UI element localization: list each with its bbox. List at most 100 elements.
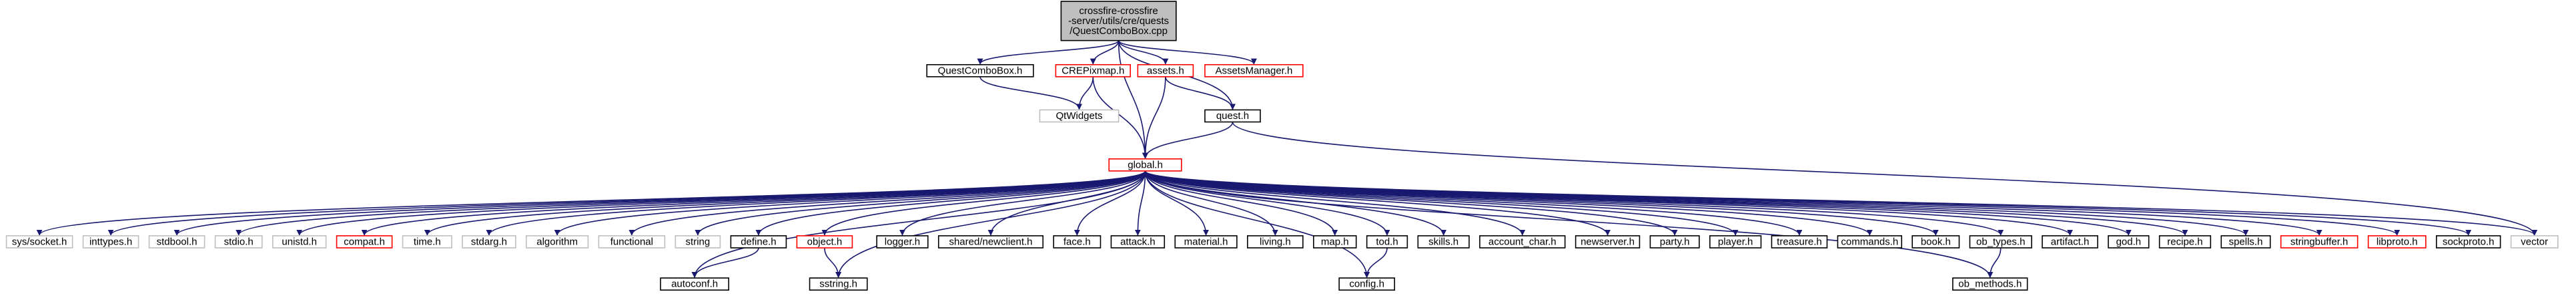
node-skills-h[interactable]: skills.h [1417, 235, 1470, 249]
node-crepixmap-h[interactable]: CREPixmap.h [1055, 63, 1131, 78]
node-box [82, 235, 139, 249]
edge-global_h-to-sstring_h [835, 170, 1146, 278]
node-recipe-h[interactable]: recipe.h [2158, 235, 2212, 249]
node-ob-methods-h[interactable]: ob_methods.h [1952, 277, 2028, 291]
node-functional[interactable]: functional [598, 235, 666, 249]
node-questcombobox-h[interactable]: QuestComboBox.h [926, 63, 1034, 78]
node-commands-h[interactable]: commands.h [1837, 235, 1903, 249]
edge-global_h-to-autoconf_h [691, 170, 1146, 278]
node-shared-newclient-h[interactable]: shared/newclient.h [937, 235, 1044, 249]
node-sockproto-h[interactable]: sockproto.h [2436, 235, 2501, 249]
node-box [1055, 63, 1131, 78]
node-assetsmanager-h[interactable]: AssetsManager.h [1204, 63, 1304, 78]
node-label: face.h [1063, 236, 1091, 247]
node-string[interactable]: string [675, 235, 721, 249]
node-box [2158, 235, 2212, 249]
node-label: stringbuffer.h [2290, 236, 2348, 247]
node-box [1952, 277, 2028, 291]
node-box [660, 277, 729, 291]
node-label: functional [610, 236, 653, 247]
node-box [1911, 235, 1960, 249]
node-label: book.h [1921, 236, 1951, 247]
node-sstring-h[interactable]: sstring.h [809, 277, 868, 291]
node-define-h[interactable]: define.h [730, 235, 787, 249]
edge-assets_h-to-global_h [1142, 76, 1166, 159]
node-sys-socket-h[interactable]: sys/socket.h [5, 235, 73, 249]
node-account-char-h[interactable]: account_char.h [1479, 235, 1566, 249]
node-stdarg-h[interactable]: stdarg.h [462, 235, 516, 249]
node-face-h[interactable]: face.h [1053, 235, 1102, 249]
node-god-h[interactable]: god.h [2108, 235, 2150, 249]
node-libproto-h[interactable]: libproto.h [2367, 235, 2427, 249]
node-party-h[interactable]: party.h [1649, 235, 1700, 249]
node-stdbool-h[interactable]: stdbool.h [148, 235, 205, 249]
node-autoconf-h[interactable]: autoconf.h [660, 277, 729, 291]
node-stringbuffer-h[interactable]: stringbuffer.h [2280, 235, 2358, 249]
node-label: sys/socket.h [12, 236, 67, 247]
edge-global_h-to-map_h [1144, 170, 1338, 236]
node-box [1366, 235, 1408, 249]
node-artifact-h[interactable]: artifact.h [2042, 235, 2098, 249]
node-box [1417, 235, 1470, 249]
edge-tod_h-to-config_h [1364, 247, 1388, 278]
node-label: time.h [414, 236, 441, 247]
node-inttypes-h[interactable]: inttypes.h [82, 235, 139, 249]
node-spells-h[interactable]: spells.h [2220, 235, 2271, 249]
node-player-h[interactable]: player.h [1709, 235, 1762, 249]
node-attack-h[interactable]: attack.h [1110, 235, 1166, 249]
node-box [402, 235, 452, 249]
node-unistd-h[interactable]: unistd.h [272, 235, 327, 249]
node-label: /QuestComboBox.cpp [1069, 25, 1168, 37]
node-label: stdarg.h [471, 236, 507, 247]
node-label: tod.h [1376, 236, 1398, 247]
node-box [2367, 235, 2427, 249]
node-root[interactable]: crossfire-crossfire-server/utils/cre/que… [1060, 1, 1177, 41]
node-newserver-h[interactable]: newserver.h [1575, 235, 1641, 249]
edge-object_h-to-sstring_h [824, 247, 842, 278]
node-compat-h[interactable]: compat.h [336, 235, 393, 249]
edge-global_h-to-attack_h [1134, 170, 1146, 236]
node-box [796, 235, 853, 249]
node-tod-h[interactable]: tod.h [1366, 235, 1408, 249]
node-label: artifact.h [2051, 236, 2090, 247]
node-material-h[interactable]: material.h [1174, 235, 1238, 249]
node-label: treasure.h [1777, 236, 1822, 247]
node-map-h[interactable]: map.h [1313, 235, 1357, 249]
node-stdio-h[interactable]: stdio.h [214, 235, 263, 249]
node-box [1479, 235, 1566, 249]
node-logger-h[interactable]: logger.h [876, 235, 929, 249]
node-box [809, 277, 868, 291]
node-living-h[interactable]: living.h [1247, 235, 1304, 249]
node-qtwidgets[interactable]: QtWidgets [1039, 109, 1120, 123]
node-box [2042, 235, 2098, 249]
node-label: libproto.h [2377, 236, 2418, 247]
node-ob-types-h[interactable]: ob_types.h [1969, 235, 2032, 249]
node-algorithm[interactable]: algorithm [526, 235, 589, 249]
node-label: map.h [1321, 236, 1349, 247]
edge-root-to-questcombobox_h [977, 39, 1120, 65]
edge-root-to-crepixmap_h [1090, 40, 1120, 65]
node-assets-h[interactable]: assets.h [1137, 63, 1194, 78]
node-vector[interactable]: vector [2510, 235, 2559, 249]
node-label: crossfire-crossfire [1079, 5, 1158, 17]
node-time-h[interactable]: time.h [402, 235, 452, 249]
node-quest-h[interactable]: quest.h [1204, 109, 1261, 123]
node-box [2280, 235, 2358, 249]
node-box [926, 63, 1034, 78]
node-label: skills.h [1428, 236, 1458, 247]
edges-layer [36, 39, 2538, 278]
edge-global_h-to-logger_h [899, 170, 1146, 236]
node-book-h[interactable]: book.h [1911, 235, 1960, 249]
node-treasure-h[interactable]: treasure.h [1771, 235, 1828, 249]
node-label: inttypes.h [89, 236, 132, 247]
node-label: quest.h [1216, 110, 1249, 122]
node-label: god.h [2116, 236, 2142, 247]
node-box [1108, 158, 1182, 172]
node-label: sstring.h [819, 279, 857, 290]
node-label: player.h [1718, 236, 1753, 247]
node-global-h[interactable]: global.h [1108, 158, 1182, 172]
node-box [5, 235, 73, 249]
node-box [336, 235, 393, 249]
node-config-h[interactable]: config.h [1338, 277, 1395, 291]
node-object-h[interactable]: object.h [796, 235, 853, 249]
